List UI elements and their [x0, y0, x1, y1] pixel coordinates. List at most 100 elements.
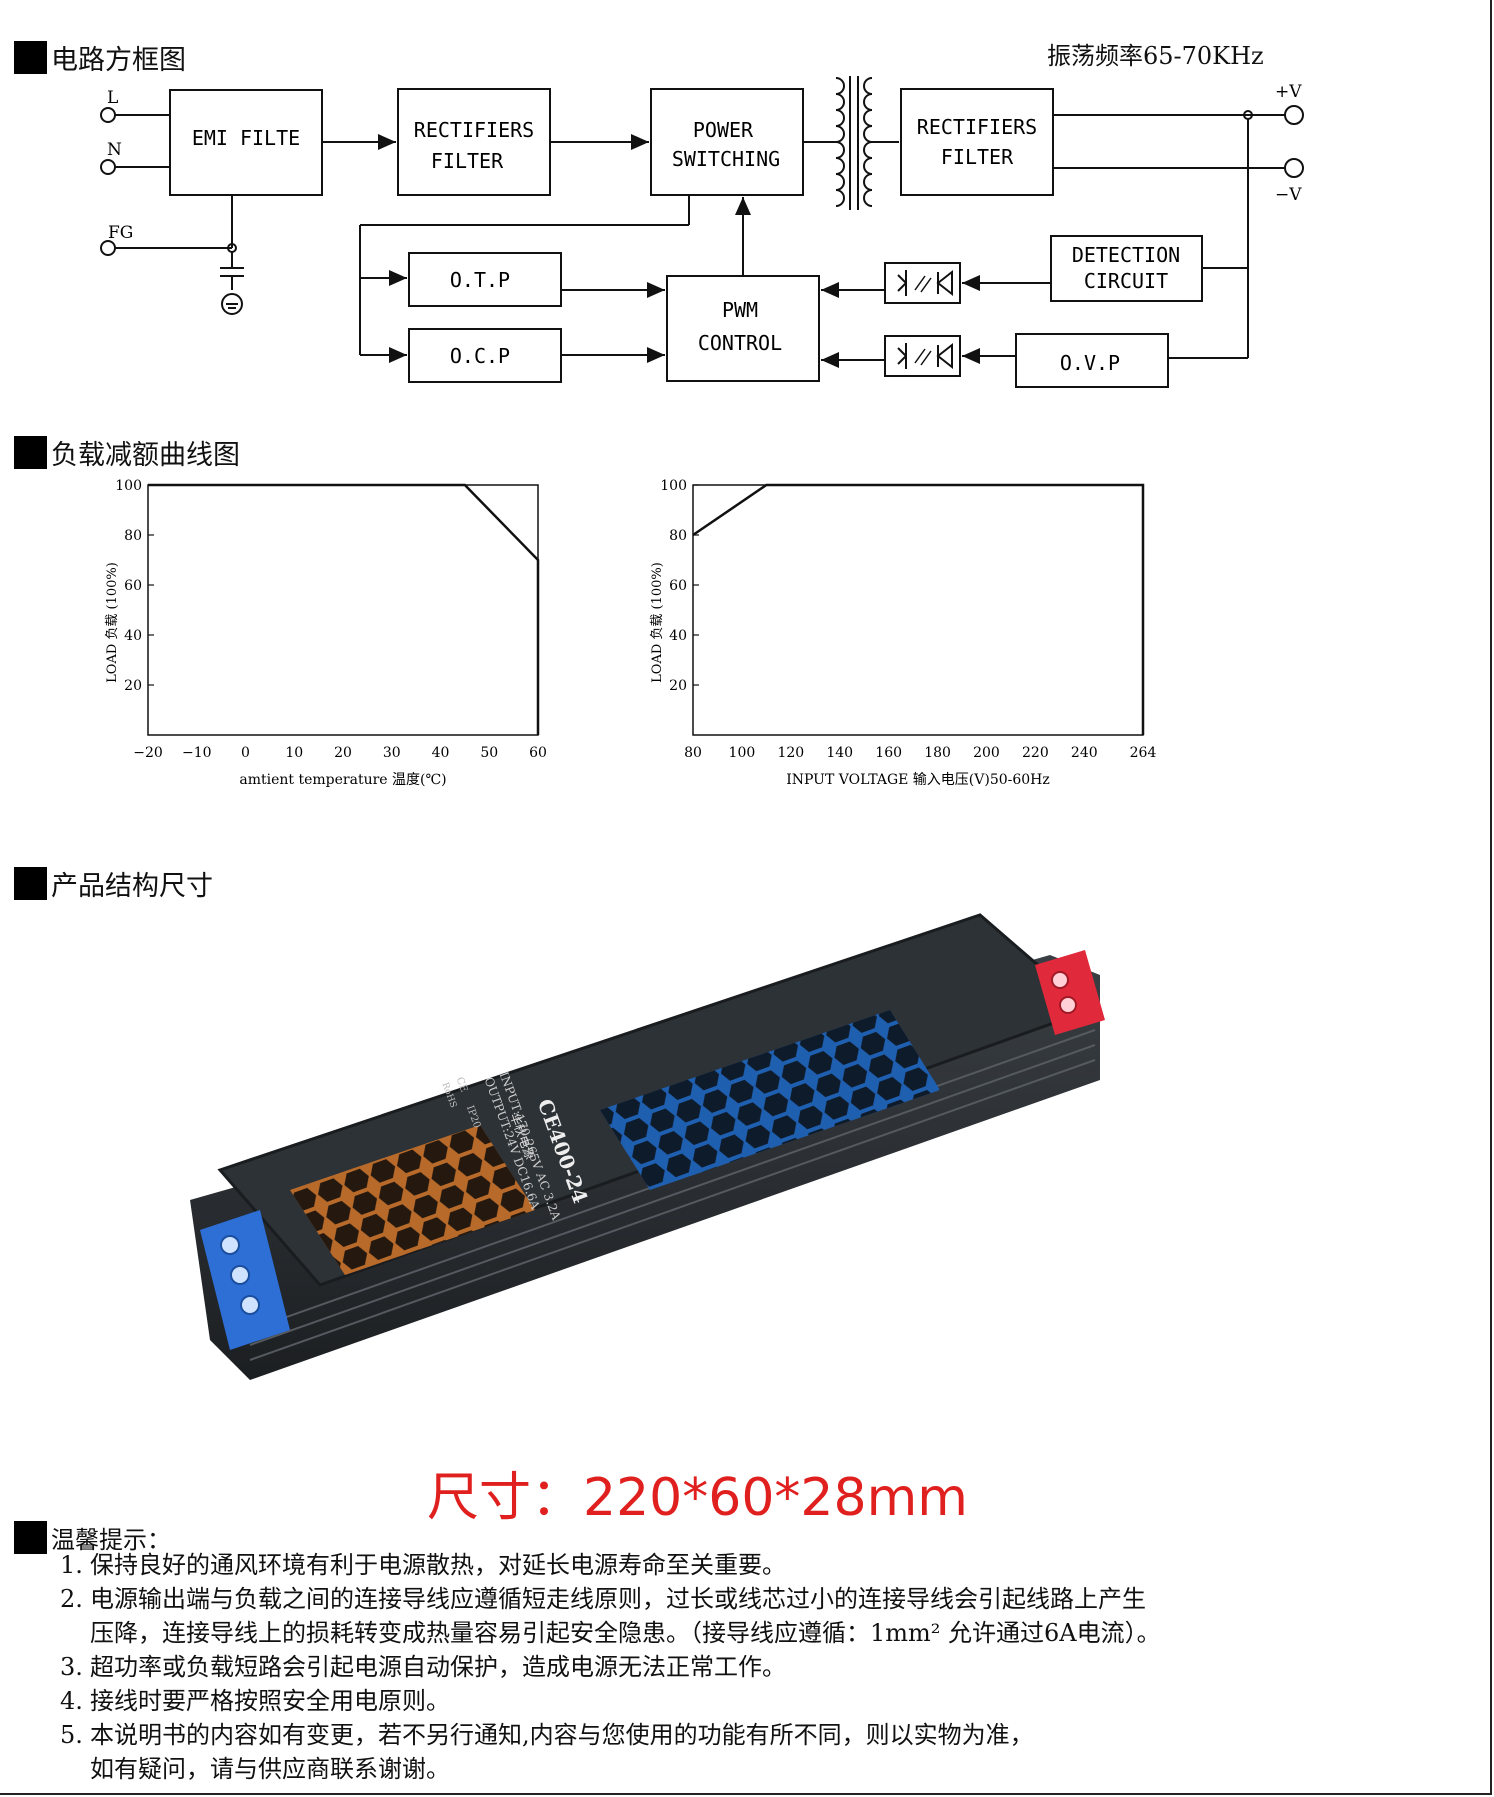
y-tick-label: 80	[124, 528, 142, 544]
y-tick-label: 60	[124, 578, 142, 594]
power-label-line2: SWITCHING	[672, 147, 780, 171]
x-axis-label: INPUT VOLTAGE 输入电压(V)50-60Hz	[786, 772, 1050, 788]
rectifier1-label-line2: FILTER	[431, 149, 504, 173]
section-title: 负载减额曲线图	[51, 439, 240, 471]
ground-icon	[220, 195, 244, 315]
x-tick-label: 220	[1022, 745, 1049, 761]
tip-text: 压降，连接导线上的损耗转变成热量容易引起安全隐患。（接导线应遵循：1mm² 允许…	[90, 1619, 1161, 1647]
transformer-icon	[835, 76, 873, 210]
tip-item-continued: 压降，连接导线上的损耗转变成热量容易引起安全隐患。（接导线应遵循：1mm² 允许…	[60, 1616, 1161, 1650]
emi-filter-label: EMI FILTE	[192, 126, 300, 150]
power-label-line1: POWER	[693, 118, 754, 142]
y-tick-label: 100	[115, 478, 142, 494]
input-terminal-block	[200, 1210, 290, 1350]
section-title: 温馨提示：	[51, 1525, 171, 1554]
y-tick-label: 100	[660, 478, 687, 494]
y-tick-label: 20	[124, 678, 142, 694]
x-tick-label: 100	[729, 745, 756, 761]
rectifier-filter-block-2	[900, 88, 1054, 196]
product-size-label: 尺寸：220*60*28mm	[427, 1468, 968, 1528]
product-image: 华秋电源 CE400-24 INPUT:170-265V AC 3.2A OUT…	[190, 913, 1105, 1380]
label-cert-ce: CE	[454, 1076, 469, 1094]
output-terminal-block	[1035, 950, 1105, 1035]
heading-square-icon	[14, 1520, 47, 1554]
rectifier2-label-line1: RECTIFIERS	[917, 115, 1037, 139]
tips-list: 1.保持良好的通风环境有利于电源散热，对延长电源寿命至关重要。 2.电源输出端与…	[60, 1548, 1161, 1786]
pwm-label-line1: PWM	[722, 298, 758, 322]
ovp-label: O.V.P	[1060, 351, 1120, 375]
tip-text: 接线时要严格按照安全用电原则。	[90, 1687, 450, 1715]
optocoupler-icon-top	[884, 262, 961, 304]
x-tick-label: 264	[1130, 745, 1157, 761]
rectifier1-label-line1: RECTIFIERS	[414, 118, 534, 142]
otp-block	[408, 252, 562, 307]
tip-item: 2.电源输出端与负载之间的连接导线应遵循短走线原则，过长或线芯过小的连接导线会引…	[60, 1585, 1146, 1613]
tip-item: 5.本说明书的内容如有变更，若不另行通知,内容与您使用的功能有所不同，则以实物为…	[60, 1721, 1034, 1749]
section-heading-derating: 负载减额曲线图	[14, 435, 240, 471]
pwm-label-line2: CONTROL	[698, 331, 782, 355]
tip-text: 电源输出端与负载之间的连接导线应遵循短走线原则，过长或线芯过小的连接导线会引起线…	[90, 1585, 1146, 1613]
power-switching-block	[650, 88, 804, 196]
output-neg-label: −V	[1275, 185, 1302, 205]
heading-square-icon	[14, 866, 47, 900]
y-axis-label: LOAD 负载 (100%)	[105, 562, 120, 683]
heading-square-icon	[14, 40, 47, 74]
y-tick-label: 40	[124, 628, 142, 644]
x-tick-label: 180	[924, 745, 951, 761]
x-tick-label: 140	[826, 745, 853, 761]
otp-label: O.T.P	[450, 268, 510, 292]
section-title: 电路方框图	[51, 44, 186, 76]
ocp-label: O.C.P	[450, 344, 510, 368]
y-tick-label: 20	[669, 678, 687, 694]
tip-item-continued: 如有疑问，请与供应商联系谢谢。	[60, 1752, 1161, 1786]
frequency-label: 振荡频率65-70KHz	[1047, 42, 1264, 70]
tip-text: 超功率或负载短路会引起电源自动保护，造成电源无法正常工作。	[90, 1653, 786, 1681]
tip-text: 本说明书的内容如有变更，若不另行通知,内容与您使用的功能有所不同，则以实物为准，	[90, 1721, 1034, 1749]
x-tick-label: 240	[1071, 745, 1098, 761]
x-axis-label: amtient temperature 温度(℃)	[239, 772, 446, 788]
x-tick-label: 120	[777, 745, 804, 761]
ovp-block	[1015, 333, 1169, 388]
tip-text: 如有疑问，请与供应商联系谢谢。	[90, 1755, 450, 1783]
series-line	[148, 483, 540, 735]
block-diagram: 振荡频率65-70KHz L N FG EMI FILTE RECTIFIERS…	[100, 42, 1304, 388]
series-line	[692, 483, 1145, 735]
x-tick-label: 20	[334, 745, 352, 761]
x-tick-label: −20	[133, 745, 163, 761]
pwm-control-block	[666, 275, 820, 382]
terminal-fg-label: FG	[108, 223, 133, 243]
plot-area	[692, 484, 1144, 736]
vent-right-holes	[600, 1010, 940, 1190]
plot-area	[147, 484, 539, 736]
section-heading-circuit: 电路方框图	[14, 40, 186, 76]
terminal-l: L	[100, 88, 170, 123]
y-tick-label: 80	[669, 528, 687, 544]
x-tick-label: 80	[684, 745, 702, 761]
output-pos-label: +V	[1275, 82, 1302, 102]
x-tick-label: 0	[241, 745, 250, 761]
terminal-n-label: N	[107, 140, 122, 160]
x-tick-label: 10	[285, 745, 303, 761]
terminal-fg: FG	[100, 223, 232, 256]
x-tick-label: 60	[529, 745, 547, 761]
section-title: 产品结构尺寸	[51, 870, 213, 902]
y-axis-label: LOAD 负载 (100%)	[650, 562, 665, 683]
rectifier-filter-block-1	[397, 88, 551, 196]
tip-item: 1.保持良好的通风环境有利于电源散热，对延长电源寿命至关重要。	[60, 1551, 786, 1579]
x-tick-label: 50	[480, 745, 498, 761]
tip-item: 4.接线时要严格按照安全用电原则。	[60, 1687, 450, 1715]
tip-text: 保持良好的通风环境有利于电源散热，对延长电源寿命至关重要。	[90, 1551, 786, 1579]
x-tick-label: 40	[432, 745, 450, 761]
y-tick-label: 60	[669, 578, 687, 594]
section-heading-tips: 温馨提示：	[14, 1520, 171, 1554]
detect-label-line1: DETECTION	[1072, 243, 1180, 267]
x-tick-label: −10	[182, 745, 212, 761]
heading-square-icon	[14, 435, 47, 469]
optocoupler-icon-bottom	[884, 335, 961, 377]
y-tick-label: 40	[669, 628, 687, 644]
rectifier2-label-line2: FILTER	[941, 145, 1014, 169]
x-tick-label: 200	[973, 745, 1000, 761]
